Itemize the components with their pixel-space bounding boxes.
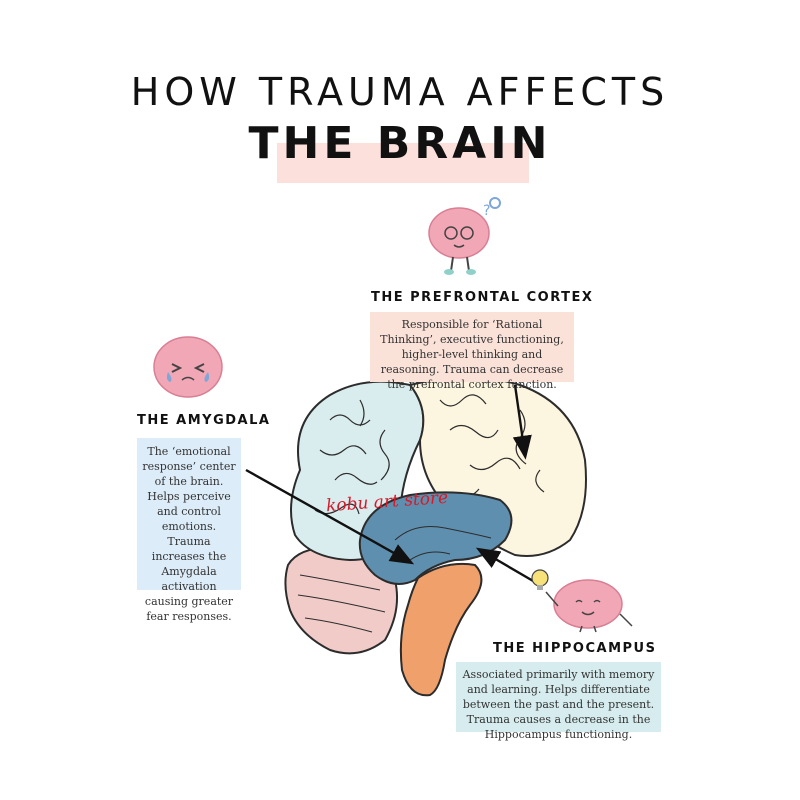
brainstem-region bbox=[399, 562, 483, 697]
svg-text:?: ? bbox=[483, 203, 490, 219]
crying-brain-character-icon bbox=[153, 336, 223, 398]
confused-brain-character-icon: ? bbox=[428, 197, 501, 275]
title-highlight bbox=[277, 143, 529, 183]
amygdala-description: The ‘emotional response’ center of the b… bbox=[137, 438, 241, 623]
hippocampus-arrow bbox=[475, 547, 541, 587]
amygdala-label: THE AMYGDALA bbox=[137, 413, 271, 428]
title-line-1: HOW TRAUMA AFFECTS bbox=[130, 70, 670, 114]
idea-brain-character-icon bbox=[531, 569, 633, 633]
prefrontal-cortex-description: Responsible for ‘Rational Thinking’, exe… bbox=[370, 312, 574, 391]
title-line-2: THE BRAIN bbox=[248, 118, 552, 169]
prefrontal-arrow bbox=[512, 384, 532, 460]
prefrontal-cortex-label: THE PREFRONTAL CORTEX bbox=[371, 290, 594, 305]
hippocampus-label: THE HIPPOCAMPUS bbox=[493, 641, 657, 656]
hippocampus-description: Associated primarily with memory and lea… bbox=[456, 662, 661, 741]
amygdala-arrow bbox=[245, 468, 415, 565]
